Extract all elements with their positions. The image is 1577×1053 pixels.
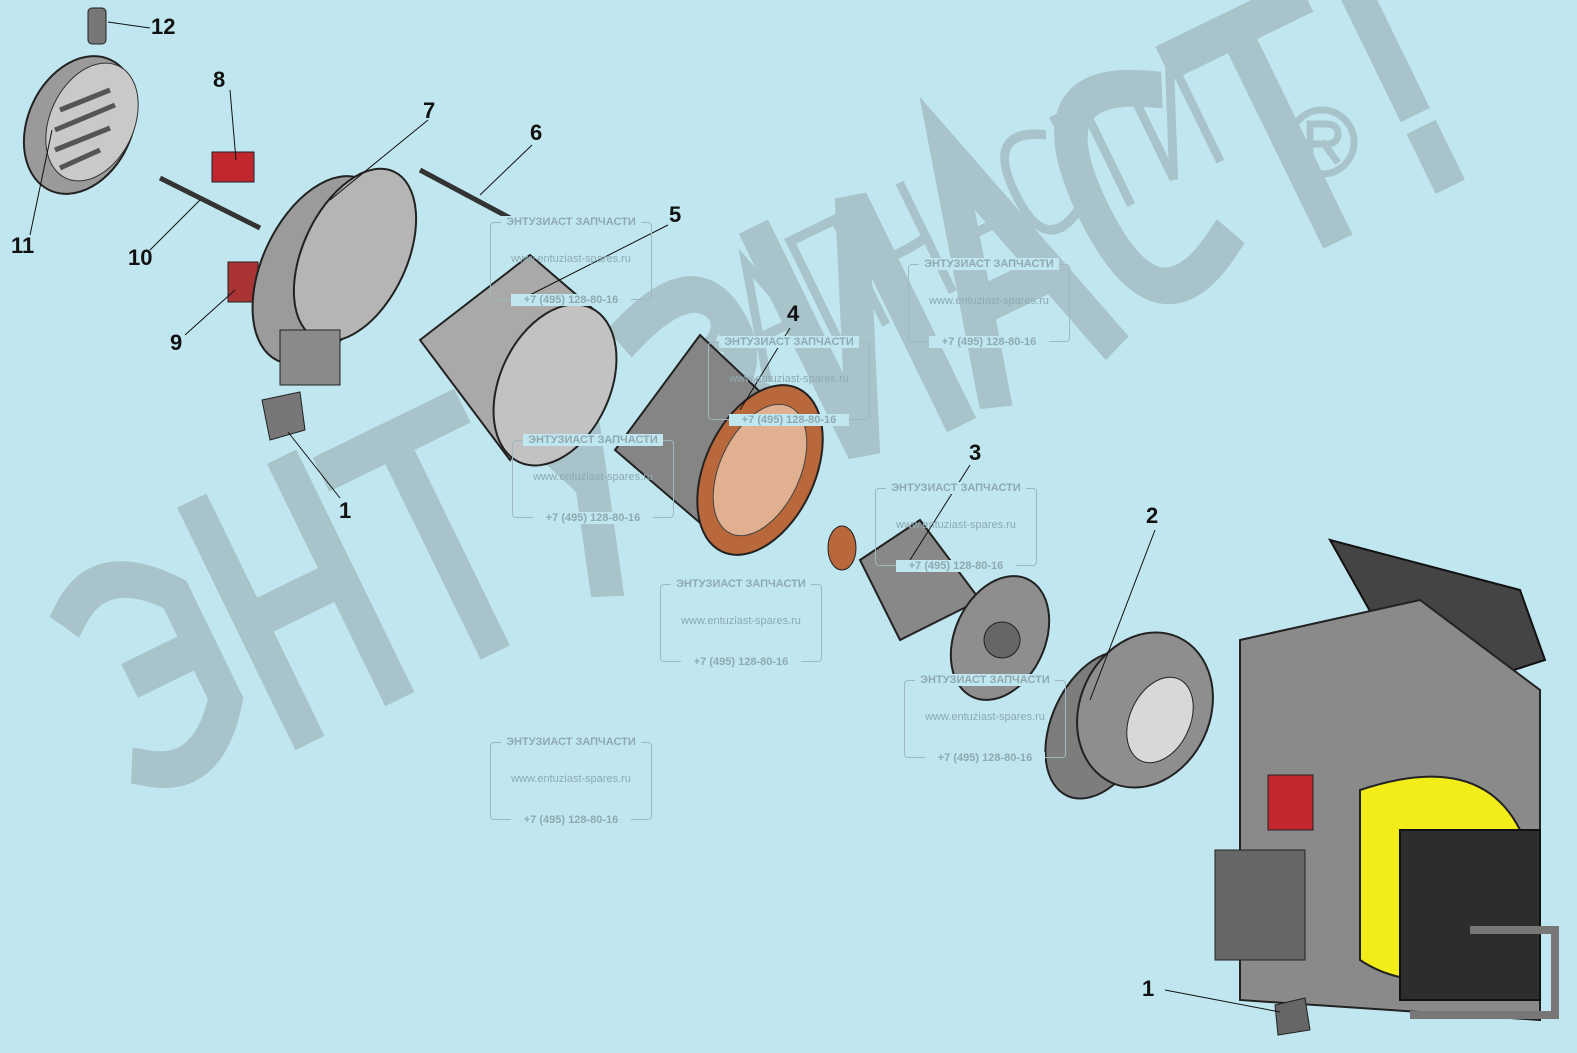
cap-part-12 (87, 7, 107, 45)
callout-8: 8 (213, 67, 226, 92)
callout-4: 4 (787, 301, 800, 326)
bolt-part-6 (418, 167, 512, 221)
watermark-stamp: ЭНТУЗИАСТ ЗАПЧАСТИ www.entuziast-spares.r… (490, 736, 652, 826)
callout-10: 10 (128, 245, 153, 270)
stamp-phone: +7 (495) 128-80-16 (929, 336, 1049, 348)
callout-3: 3 (969, 440, 982, 465)
callout-7: 7 (423, 98, 436, 123)
terminal-part-8 (211, 151, 255, 183)
watermark-stamp: ЭНТУЗИАСТ ЗАПЧАСТИ www.entuziast-spares.r… (908, 258, 1070, 348)
leader-lines (29, 21, 1281, 1013)
end-cover-part-11 (22, 55, 139, 195)
callout-9: 9 (170, 330, 183, 355)
stamp-title: ЭНТУЗИАСТ ЗАПЧАСТИ (671, 578, 811, 590)
stamp-title: ЭНТУЗИАСТ ЗАПЧАСТИ (886, 482, 1026, 494)
callout-1-lower: 1 (1142, 976, 1155, 1001)
stamp-title: ЭНТУЗИАСТ ЗАПЧАСТИ (523, 434, 663, 446)
stamp-phone: +7 (495) 128-80-16 (533, 512, 653, 524)
watermark-stamp: ЭНТУЗИАСТ ЗАПЧАСТИ www.entuziast-spares.r… (490, 216, 652, 306)
stamp-url: www.entuziast-spares.ru (511, 773, 631, 785)
stamp-phone: +7 (495) 128-80-16 (925, 752, 1045, 764)
stamp-phone: +7 (495) 128-80-16 (511, 294, 631, 306)
mount-part-1 (261, 391, 306, 441)
callout-1: 1 (339, 498, 352, 523)
stator-part-4 (613, 333, 824, 556)
watermark-stamp: ЭНТУЗИАСТ ЗАПЧАСТИ www.entuziast-spares.r… (875, 482, 1037, 572)
adapter-part-2 (1044, 631, 1214, 800)
watermark-stamp: ЭНТУЗИАСТ ЗАПЧАСТИ www.entuziast-spares.r… (660, 578, 822, 668)
callout-6: 6 (530, 120, 543, 145)
stamp-title: ЭНТУЗИАСТ ЗАПЧАСТИ (919, 258, 1059, 270)
stamp-title: ЭНТУЗИАСТ ЗАПЧАСТИ (501, 736, 641, 748)
stamp-url: www.entuziast-spares.ru (925, 711, 1045, 723)
stamp-url: www.entuziast-spares.ru (533, 471, 653, 483)
mount-part-1-lower (1274, 997, 1311, 1036)
watermark-stamp: ЭНТУЗИАСТ ЗАПЧАСТИ www.entuziast-spares.r… (512, 434, 674, 524)
stamp-title: ЭНТУЗИАСТ ЗАПЧАСТИ (915, 674, 1055, 686)
callout-5: 5 (669, 202, 682, 227)
stamp-phone: +7 (495) 128-80-16 (511, 814, 631, 826)
stamp-url: www.entuziast-spares.ru (511, 253, 631, 265)
stamp-url: www.entuziast-spares.ru (896, 519, 1016, 531)
stamp-url: www.entuziast-spares.ru (929, 295, 1049, 307)
stamp-phone: +7 (495) 128-80-16 (729, 414, 849, 426)
stamp-phone: +7 (495) 128-80-16 (896, 560, 1016, 572)
bolt-part-10 (158, 175, 262, 231)
stamp-url: www.entuziast-spares.ru (729, 373, 849, 385)
rotor-part-3 (827, 518, 1051, 701)
watermark-registered-graphic (1286, 106, 1358, 178)
housing-part-7 (251, 167, 418, 386)
watermark-stamp: ЭНТУЗИАСТ ЗАПЧАСТИ www.entuziast-spares.r… (904, 674, 1066, 764)
stamp-url: www.entuziast-spares.ru (681, 615, 801, 627)
callout-12: 12 (151, 14, 176, 39)
stamp-title: ЭНТУЗИАСТ ЗАПЧАСТИ (501, 216, 641, 228)
cover-part-5 (418, 253, 618, 467)
watermark-stamp: ЭНТУЗИАСТ ЗАПЧАСТИ www.entuziast-spares.r… (708, 336, 870, 426)
callout-2: 2 (1146, 503, 1159, 528)
stamp-phone: +7 (495) 128-80-16 (681, 656, 801, 668)
stamp-title: ЭНТУЗИАСТ ЗАПЧАСТИ (719, 336, 859, 348)
engine (1214, 538, 1559, 1022)
callout-11: 11 (11, 233, 35, 258)
